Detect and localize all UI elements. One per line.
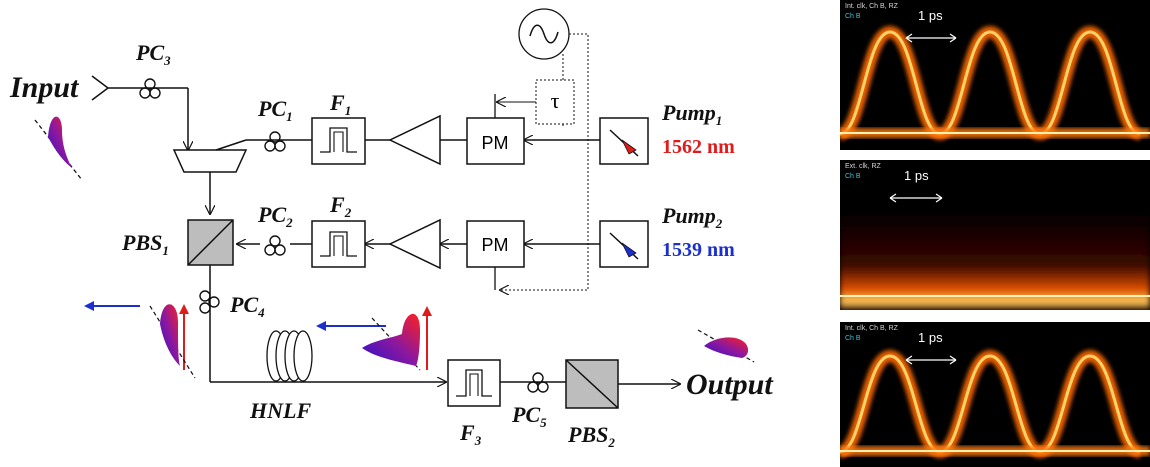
input-port: Input (9, 71, 188, 150)
pc5-label: PC (511, 402, 540, 427)
pbs1-sub: 1 (162, 243, 169, 258)
pc3-sub: 3 (163, 53, 171, 68)
svg-text:F2: F2 (329, 192, 352, 220)
output-port: Output (686, 329, 774, 401)
svg-text:PC1: PC1 (257, 96, 293, 124)
svg-text:PC4: PC4 (229, 292, 265, 320)
signal-pump-pulse-icon (316, 306, 432, 371)
pbs2-sub: 2 (607, 435, 615, 450)
amplifier-1-icon (388, 114, 441, 166)
pc2-polarization-controller: PC2 (257, 202, 293, 256)
flat-trace-2 (840, 160, 1150, 310)
pump2-laser: Pump2 1539 nm (599, 203, 735, 268)
panel-3-scale-label: 1 ps (918, 330, 943, 345)
panel-2-channel: Ch B (845, 173, 861, 180)
f2-filter: F2 (311, 192, 366, 268)
svg-text:PC5: PC5 (511, 402, 547, 430)
svg-text:Pump1: Pump1 (661, 100, 722, 128)
pc1-label: PC (257, 96, 286, 121)
output-label: Output (686, 368, 774, 401)
pc5-polarization-controller: PC5 (511, 372, 549, 430)
svg-text:F1: F1 (329, 90, 351, 118)
pc3-label: PC (135, 40, 164, 65)
f1-sub: 1 (345, 103, 352, 118)
pbs2-label: PBS (567, 422, 608, 447)
tau-delay: τ (497, 79, 575, 128)
panel-2-header: Ext. clk, RZ (845, 163, 881, 170)
svg-text:F3: F3 (459, 420, 482, 448)
svg-text:Pump2: Pump2 (661, 203, 723, 231)
pc3-polarization-controller: PC3 (135, 40, 171, 99)
svg-text:PBS1: PBS1 (121, 230, 169, 258)
eye-trace-3 (840, 322, 1150, 467)
pump2-wavelength: 1539 nm (662, 239, 735, 261)
pc1-sub: 1 (286, 109, 293, 124)
pump1-wavelength: 1562 nm (662, 136, 735, 158)
panel-1-channel: Ch B (845, 13, 861, 20)
dual-pump-pulse-icon (84, 301, 196, 379)
pump1-label: Pump (661, 100, 716, 125)
panel-3-channel: Ch B (845, 335, 861, 342)
pump2-label: Pump (661, 203, 716, 228)
svg-text:PC2: PC2 (257, 202, 293, 230)
amplifier-2-icon (388, 218, 441, 270)
f3-label: F (459, 420, 475, 445)
pc4-polarization-controller: PC4 (199, 290, 265, 320)
pc1-polarization-controller: PC1 (257, 96, 293, 152)
panel-1-header: Int. clk, Ch B, RZ (845, 3, 898, 10)
f1-label: F (329, 90, 345, 115)
pump1-sub: 1 (716, 113, 723, 128)
scope-panel-2: Ext. clk, RZ Ch B 1 ps (840, 160, 1150, 310)
pc4-label: PC (229, 292, 258, 317)
f2-sub: 2 (344, 205, 352, 220)
tau-label: τ (551, 88, 560, 113)
panel-1-scale-label: 1 ps (918, 8, 943, 23)
pbs1-label: PBS (121, 230, 162, 255)
scope-panel-3: Int. clk, Ch B, RZ Ch B 1 ps (840, 322, 1150, 467)
pump1-laser: Pump1 1562 nm (599, 100, 735, 165)
svg-text:PC3: PC3 (135, 40, 171, 68)
input-label: Input (9, 71, 80, 104)
eye-trace-1 (840, 0, 1150, 150)
svg-text:PBS2: PBS2 (567, 422, 615, 450)
hnlf-fiber-coil: HNLF (210, 330, 446, 423)
f1-filter: F1 (311, 90, 366, 165)
pm1-label: PM (482, 133, 509, 153)
hnlf-label: HNLF (249, 398, 311, 423)
input-pulse-icon (34, 116, 83, 181)
pm1-phase-modulator: PM (466, 94, 525, 165)
rf-clock-source (500, 8, 589, 290)
panel-2-scale-label: 1 ps (904, 168, 929, 183)
pump2-sub: 2 (715, 216, 723, 231)
pc2-label: PC (257, 202, 286, 227)
pc4-sub: 4 (257, 305, 265, 320)
f3-filter: F3 (447, 359, 566, 448)
f3-sub: 3 (474, 433, 482, 448)
pbs1-splitter: PBS1 (121, 219, 234, 382)
panel-3-header: Int. clk, Ch B, RZ (845, 325, 898, 332)
pm2-label: PM (482, 235, 509, 255)
setup-diagram: Input PC3 PC1 F1 (9, 8, 774, 450)
pm2-phase-modulator: PM (466, 220, 525, 290)
pbs2-splitter: PBS2 (565, 359, 680, 450)
pc5-sub: 5 (540, 415, 547, 430)
f2-label: F (329, 192, 345, 217)
pc2-sub: 2 (285, 215, 293, 230)
scope-panel-1: Int. clk, Ch B, RZ Ch B 1 ps (840, 0, 1150, 150)
coupler (172, 139, 262, 214)
